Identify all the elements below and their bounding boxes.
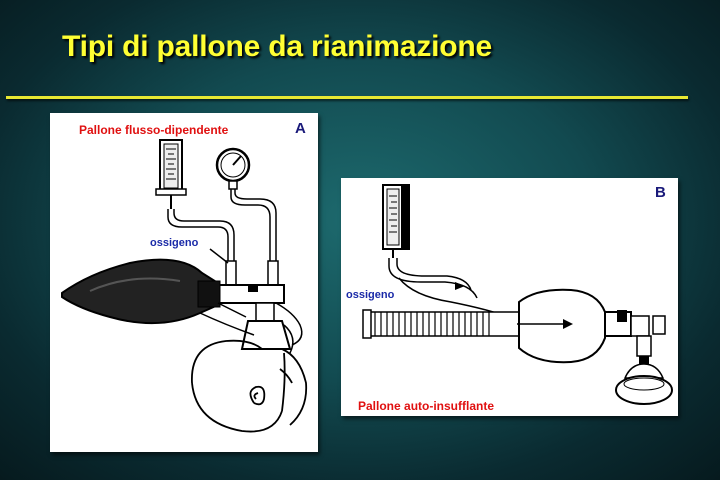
panel-b-self-inflating-bag: B ossigeno Pallone auto-insufflante <box>341 178 678 416</box>
panel-b-oxygen-label: ossigeno <box>346 289 395 301</box>
panel-a-caption: Pallone flusso-dipendente <box>79 123 229 137</box>
pressure-gauge-icon <box>215 147 251 190</box>
face-mask-icon <box>615 363 673 405</box>
infant-head-icon <box>191 339 308 433</box>
flowmeter-icon <box>155 139 187 209</box>
self-inflating-bag-icon <box>517 288 606 364</box>
black-reservoir-bag-icon <box>61 258 221 325</box>
panel-b-caption: Pallone auto-insufflante <box>358 399 495 413</box>
slide-title: Tipi di pallone da rianimazione <box>62 30 492 63</box>
self-inflating-bag-illustration <box>362 184 673 405</box>
panel-b-letter: B <box>655 184 666 201</box>
panel-a-flow-inflating-bag: Pallone flusso-dipendente A ossigeno <box>50 113 318 452</box>
panel-a-oxygen-label: ossigeno <box>150 237 199 249</box>
title-divider <box>6 96 688 99</box>
flowmeter-icon <box>382 184 410 258</box>
hand-icon <box>199 302 303 354</box>
flow-inflating-bag-illustration <box>61 139 308 433</box>
panel-a-letter: A <box>295 120 306 137</box>
